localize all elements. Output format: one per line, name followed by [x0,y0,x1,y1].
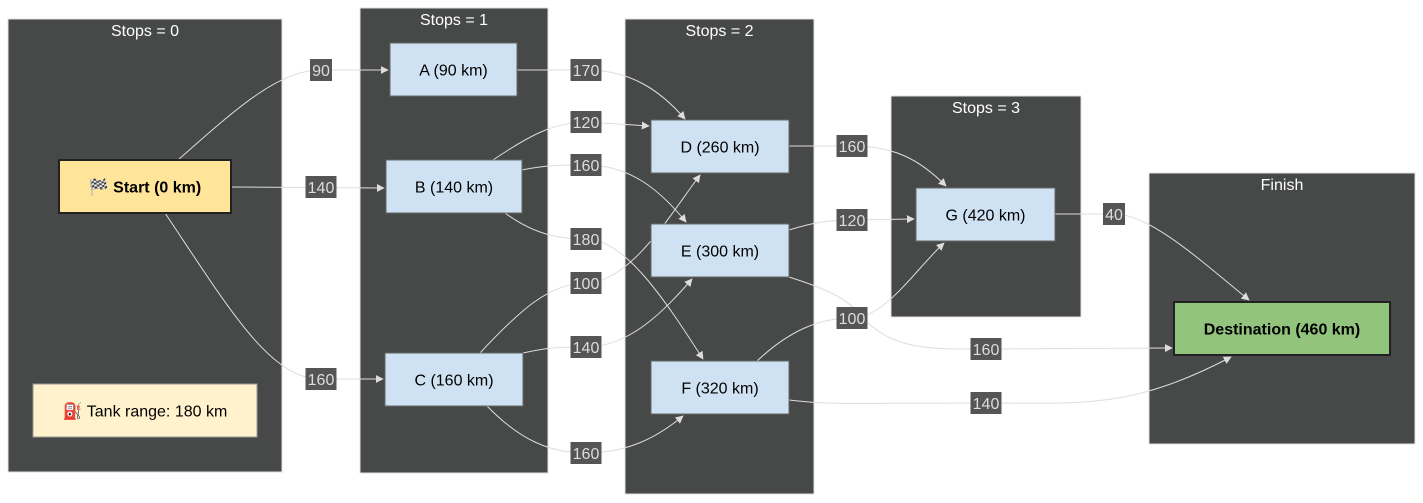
edge-label-text: 140 [973,396,1000,413]
edge-label-bg [570,154,602,176]
edge-label-bg [570,59,602,81]
cluster-title: Stops = 0 [111,23,179,40]
edge-label-bg [970,392,1002,414]
edge-label: 100 [836,307,868,329]
edge-label-text: 140 [573,340,600,357]
edge-label: 160 [305,368,337,390]
edge-label-bg [570,228,602,250]
edge-label-text: 180 [573,232,600,249]
edge-label-bg [970,338,1002,360]
edge-label-text: 160 [573,158,600,175]
edge-label-bg [570,442,602,464]
node-box [32,383,258,438]
node-label: A (90 km) [419,63,487,80]
edge-label: 140 [970,392,1002,414]
node-box [1173,301,1391,356]
node-box [384,352,524,407]
edge-label-text: 160 [839,139,866,156]
node-box [650,119,790,174]
node-A[interactable]: A (90 km) [389,42,518,97]
node-label: F (320 km) [681,381,758,398]
node-D[interactable]: D (260 km) [650,119,790,174]
edge-label: 90 [310,59,332,81]
edge-label-bg [1103,203,1125,225]
edge-label-text: 100 [573,276,600,293]
edge-label-text: 120 [573,115,600,132]
node-box [915,187,1056,242]
edge-label-bg [570,272,602,294]
edge-label: 170 [570,59,602,81]
node-label: B (140 km) [415,180,493,197]
edge-label: 100 [570,272,602,294]
cluster-title: Stops = 1 [420,12,488,29]
edge-label: 120 [570,111,602,133]
edge-label-bg [570,111,602,133]
edge-label-bg [310,59,332,81]
node-label: ⛽ Tank range: 180 km [63,402,228,421]
node-box [650,360,790,415]
edge-E-dest [788,276,1173,353]
edge-label-text: 120 [839,213,866,230]
node-G[interactable]: G (420 km) [915,187,1056,242]
node-box [389,42,518,97]
edge-label: 140 [570,336,602,358]
edge-label-text: 160 [973,342,1000,359]
edge-label-text: 90 [312,63,330,80]
node-C[interactable]: C (160 km) [384,352,524,407]
node-label: D (260 km) [680,140,759,157]
edge-label: 160 [570,442,602,464]
node-label: E (300 km) [681,244,759,261]
cluster-title: Finish [1261,177,1304,194]
node-B[interactable]: B (140 km) [385,159,523,214]
node-box [58,159,232,214]
node-dest[interactable]: Destination (460 km) [1173,301,1391,356]
edge-label: 40 [1103,203,1125,225]
node-box [650,223,790,278]
edge-label-bg [836,135,868,157]
node-E[interactable]: E (300 km) [650,223,790,278]
edge-label-text: 170 [573,63,600,80]
edge-label-bg [305,368,337,390]
edge-label: 120 [836,209,868,231]
node-label: C (160 km) [414,373,493,390]
edge-label: 160 [970,338,1002,360]
node-tank[interactable]: ⛽ Tank range: 180 km [32,383,258,438]
edge-label-text: 160 [573,446,600,463]
node-label: G (420 km) [945,208,1025,225]
edge-label-text: 140 [308,180,335,197]
node-F[interactable]: F (320 km) [650,360,790,415]
edge-label-bg [570,336,602,358]
edge-label: 160 [570,154,602,176]
edge-label-bg [305,176,337,198]
edge-label-text: 160 [308,372,335,389]
edge-label: 160 [836,135,868,157]
edge-label-text: 100 [839,311,866,328]
edge-label-text: 40 [1105,207,1123,224]
edge-label-bg [836,209,868,231]
node-box [385,159,523,214]
node-label: Destination (460 km) [1204,322,1360,339]
edge-label: 140 [305,176,337,198]
cluster-title: Stops = 2 [685,23,753,40]
cluster-title: Stops = 3 [952,100,1020,117]
edge-label-bg [836,307,868,329]
edge-label: 180 [570,228,602,250]
node-label: 🏁 Start (0 km) [89,178,201,197]
node-start[interactable]: 🏁 Start (0 km) [58,159,232,214]
